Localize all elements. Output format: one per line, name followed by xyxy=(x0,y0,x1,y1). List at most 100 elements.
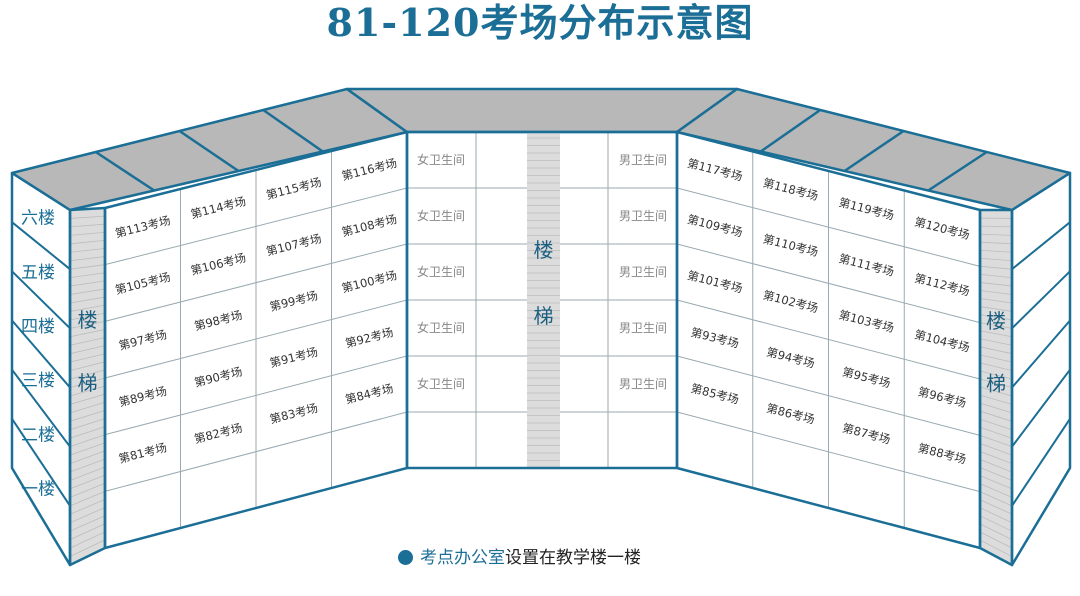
stair-step xyxy=(979,290,1013,295)
stair-step xyxy=(979,306,1013,312)
stair-step xyxy=(69,312,106,321)
stair-step xyxy=(979,338,1013,346)
male-restroom-label: 男卫生间 xyxy=(619,209,667,223)
floor-label: 三楼 xyxy=(21,371,55,391)
stair-step xyxy=(69,539,106,557)
stair-step xyxy=(69,442,106,456)
roof-divider xyxy=(927,150,988,192)
stair-step xyxy=(69,401,106,414)
roof-center xyxy=(345,87,739,134)
stair-step xyxy=(69,288,106,295)
stair-step xyxy=(69,304,106,312)
stair-step xyxy=(69,499,106,515)
stair-step xyxy=(69,466,106,481)
stair-step xyxy=(979,483,1013,498)
floor-label: 六楼 xyxy=(21,209,55,229)
stair-step xyxy=(979,426,1013,439)
roof-divider xyxy=(843,129,905,173)
female-restroom-label: 女卫生间 xyxy=(417,376,465,391)
wall-outline xyxy=(1010,171,1072,567)
stair-step xyxy=(69,474,106,490)
floor-line xyxy=(11,319,71,389)
stair-step xyxy=(979,265,1013,270)
floor-line xyxy=(11,369,71,448)
stair-step xyxy=(69,272,106,279)
stairwell-center xyxy=(527,132,560,468)
stair-step xyxy=(979,249,1013,253)
stair-step xyxy=(979,346,1013,355)
stair-step xyxy=(979,257,1013,262)
wall-face xyxy=(12,173,70,565)
floor-line xyxy=(1011,270,1071,330)
stair-step xyxy=(69,426,106,439)
floor-line xyxy=(1011,319,1071,389)
stair-step xyxy=(69,515,106,532)
stair-step xyxy=(69,361,106,371)
stair-step xyxy=(69,329,106,338)
stair-step xyxy=(69,215,106,219)
roof-divider xyxy=(760,108,821,153)
stairwell-left xyxy=(70,208,105,565)
wall-face xyxy=(1012,173,1070,565)
stair-step xyxy=(69,490,106,507)
stair-step xyxy=(69,231,106,236)
roof-divider xyxy=(178,129,240,173)
stair-step xyxy=(979,418,1013,431)
male-restroom-label: 男卫生间 xyxy=(619,153,667,167)
stair-step xyxy=(69,458,106,473)
stair-step xyxy=(979,370,1013,380)
roof-divider xyxy=(262,108,324,153)
stair-step xyxy=(979,322,1013,329)
stair-step xyxy=(69,450,106,464)
stair-label: 楼 xyxy=(78,308,98,332)
floor-line xyxy=(11,221,71,270)
stair-step xyxy=(979,443,1013,456)
stair-step xyxy=(979,434,1013,448)
stair-label: 梯 xyxy=(986,371,1006,395)
stair-step xyxy=(69,418,106,431)
stair-label: 楼 xyxy=(986,309,1006,333)
stair-step xyxy=(979,410,1013,422)
stair-step xyxy=(979,273,1013,279)
floor-label: 一楼 xyxy=(21,479,55,499)
stair-step xyxy=(979,298,1013,304)
stairwell-right xyxy=(980,210,1012,565)
stair-step xyxy=(979,378,1013,388)
stair-step xyxy=(69,256,106,262)
note-text: 设置在教学楼一楼 xyxy=(505,548,641,568)
stair-step xyxy=(979,459,1013,473)
female-restroom-label: 女卫生间 xyxy=(417,264,465,279)
stair-step xyxy=(69,434,106,448)
stair-step xyxy=(979,475,1013,490)
stair-step xyxy=(979,507,1013,524)
stair-step xyxy=(979,362,1013,371)
male-restroom-label: 男卫生间 xyxy=(619,377,667,391)
stair-step xyxy=(979,330,1013,338)
stair-step xyxy=(979,402,1013,414)
stair-step xyxy=(69,377,106,388)
stair-step xyxy=(69,264,106,270)
stair-step xyxy=(69,320,106,329)
page-title: 81-120考场分布示意图 xyxy=(326,0,754,45)
bullet-dot-icon xyxy=(398,550,413,565)
note-highlight: 考点办公室 xyxy=(420,548,505,568)
stair-label: 梯 xyxy=(78,371,98,395)
stair-step xyxy=(69,369,106,380)
floor-line xyxy=(1011,369,1071,448)
floor-line xyxy=(11,270,71,330)
stair-step xyxy=(69,296,106,304)
male-restroom-label: 男卫生间 xyxy=(619,265,667,279)
stair-step xyxy=(979,523,1013,541)
office-note: 考点办公室设置在教学楼一楼 xyxy=(398,545,641,571)
stair-label: 楼 xyxy=(534,238,554,262)
stair-step xyxy=(979,531,1013,549)
floor-line xyxy=(1011,418,1071,507)
stair-step xyxy=(979,233,1013,236)
stair-step xyxy=(69,393,106,405)
stair-step xyxy=(979,451,1013,464)
stair-step xyxy=(69,507,106,524)
female-restroom-label: 女卫生间 xyxy=(417,208,465,223)
floor-line xyxy=(1011,221,1071,270)
floor-label: 四楼 xyxy=(21,317,55,337)
